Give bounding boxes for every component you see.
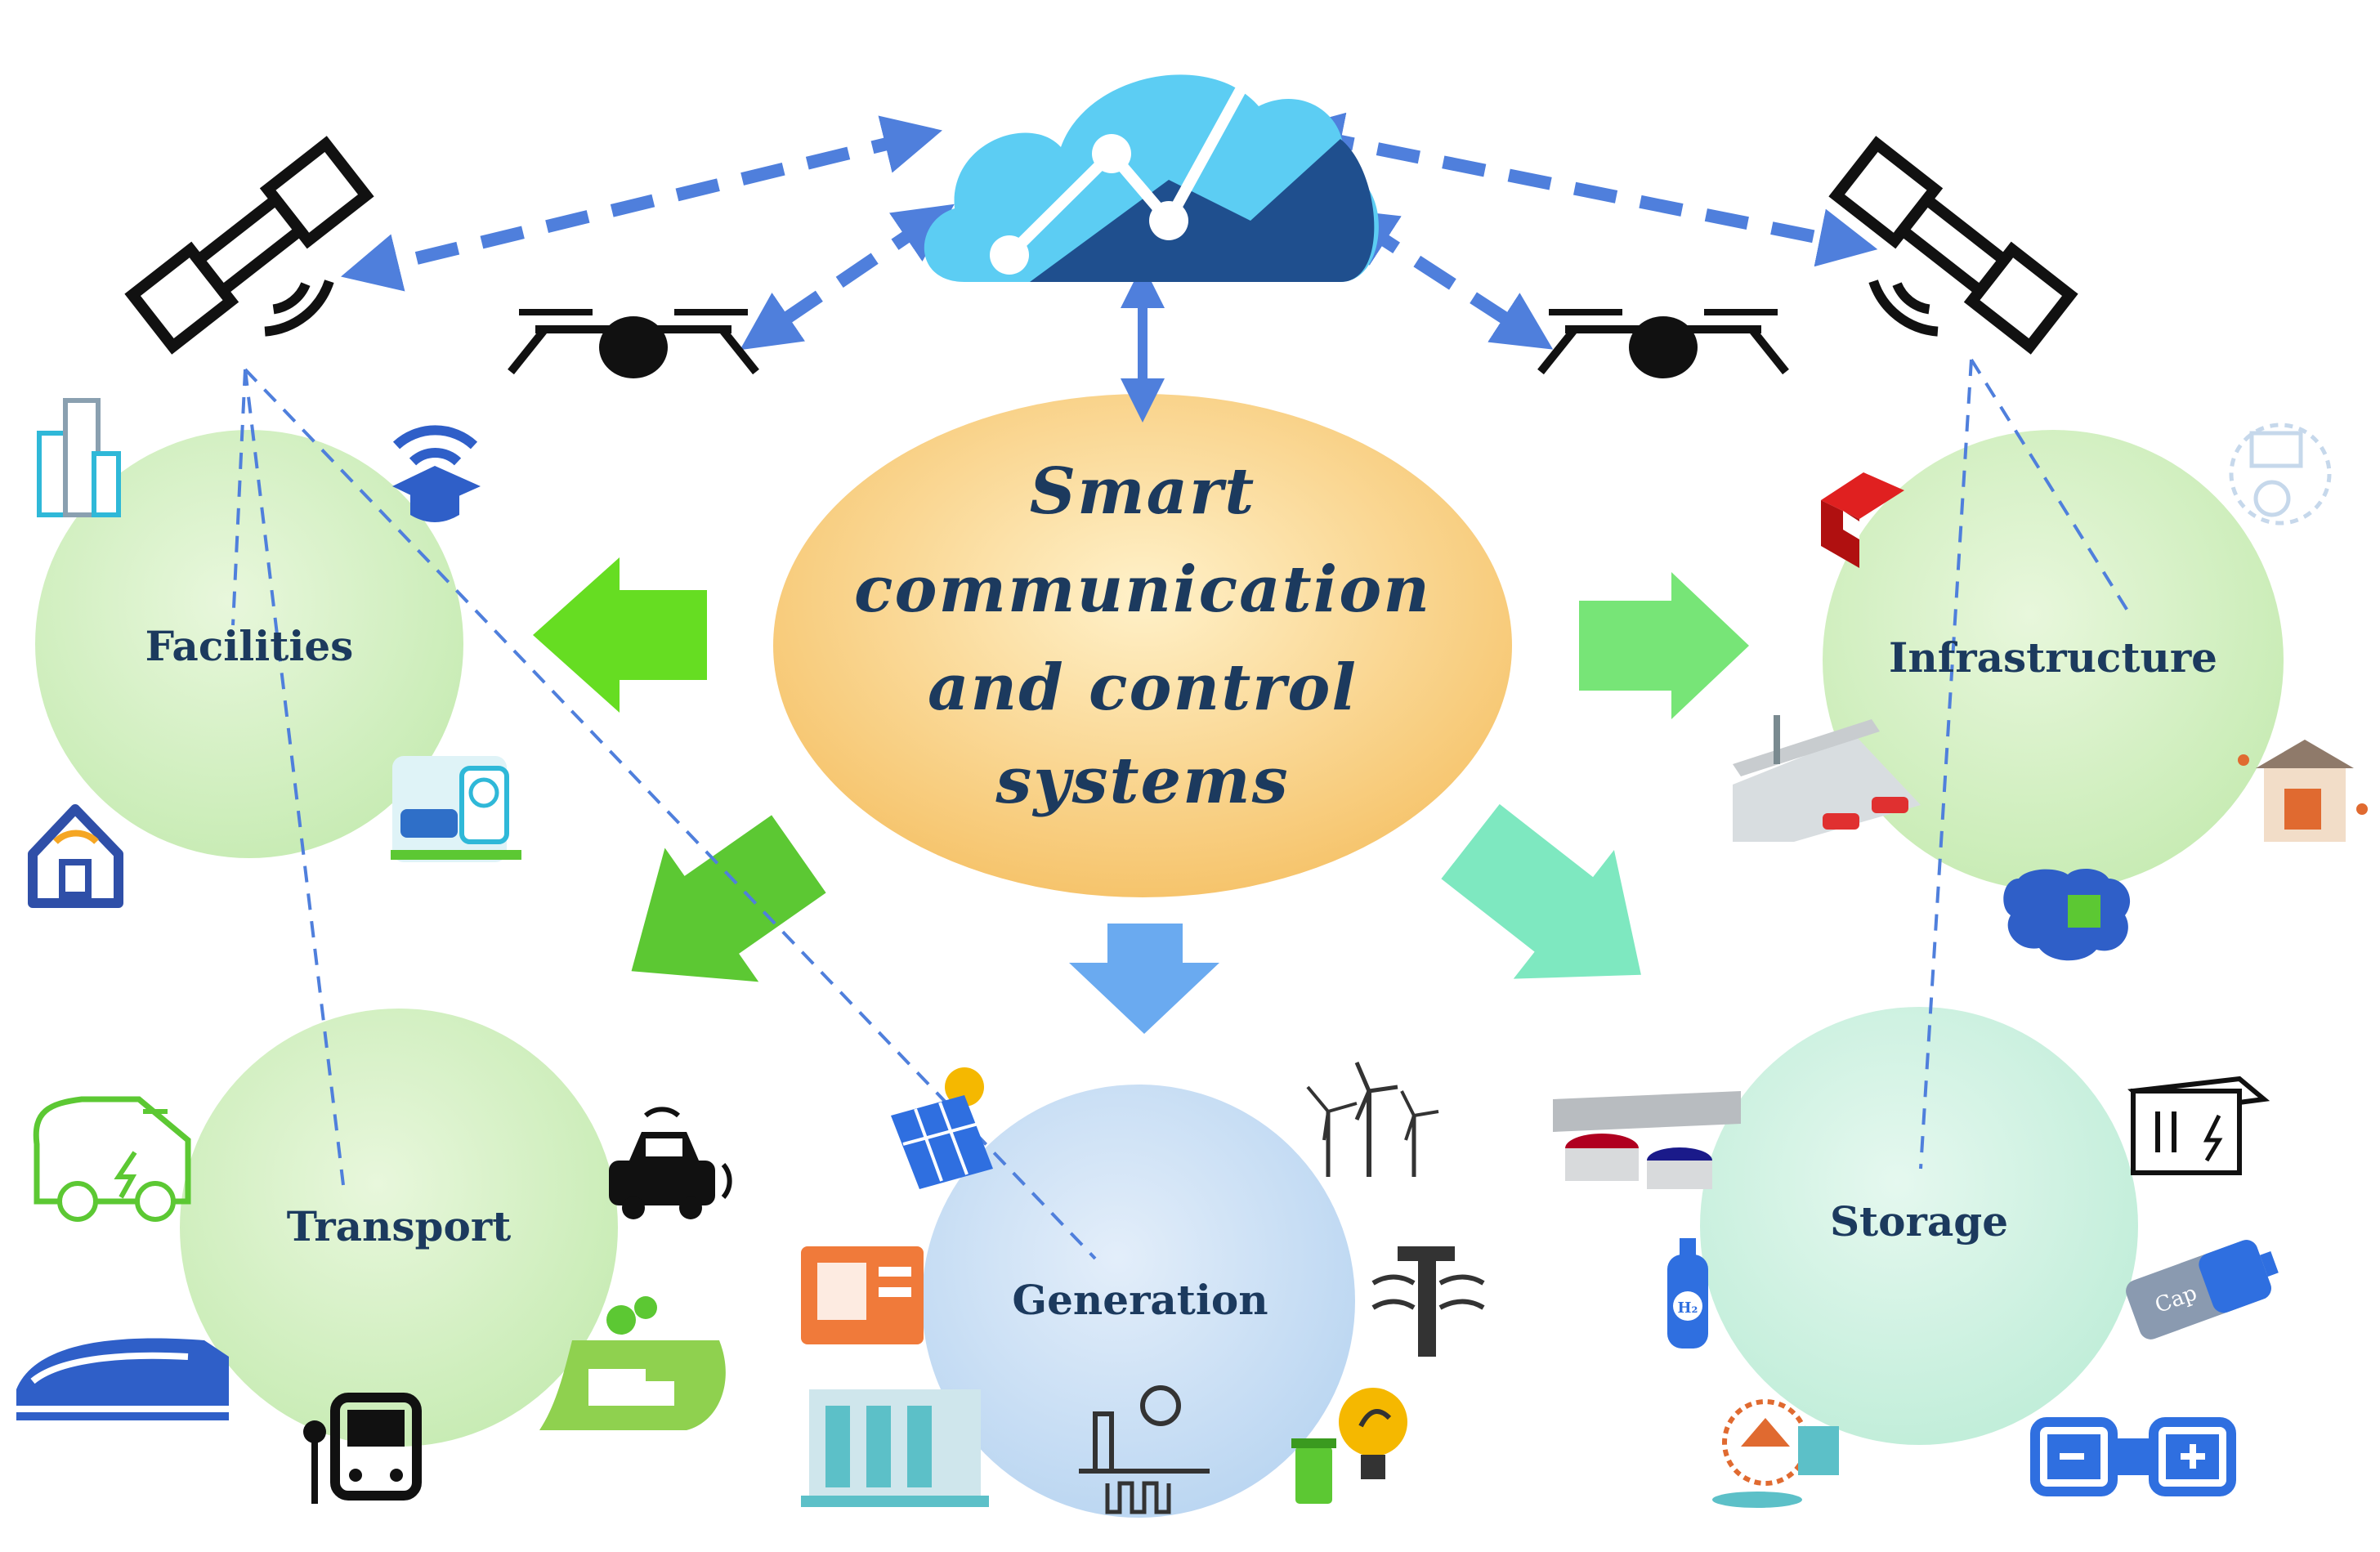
- geothermal-icon: [1079, 1385, 1210, 1514]
- sat-link-infrastructure: [1970, 358, 2133, 619]
- smart-road-icon: [1733, 715, 1921, 842]
- arrow-to-generation: [1069, 924, 1219, 1034]
- satellite-right-icon: [1828, 136, 2078, 355]
- link-cloud-right-satellite: [1282, 112, 1878, 267]
- high-speed-train-icon: [16, 1338, 229, 1420]
- facilities-node: [35, 430, 463, 858]
- smart-home-icon: [28, 804, 123, 908]
- gear-cog-icon: [2229, 423, 2332, 526]
- cloud-analytics-icon: [924, 52, 1379, 283]
- center-label-line-1: Smart: [1030, 454, 1256, 529]
- storage-tanks-icon: [1553, 1091, 1741, 1189]
- red-cube-icon: [1821, 472, 1904, 568]
- pumped-storage-icon: [1712, 1399, 1839, 1508]
- center-label-line-3: and control: [928, 651, 1358, 725]
- solar-panel-icon: [891, 1067, 993, 1189]
- arrow-to-transport: [631, 815, 826, 982]
- link-cloud-left-drone: [740, 204, 955, 351]
- battery-cells-icon: [2030, 1417, 2236, 1496]
- storage-node: [1700, 1007, 2138, 1445]
- generation-node: [922, 1085, 1355, 1518]
- eco-delivery-truck-icon: [539, 1296, 726, 1430]
- sat-link-storage: [1919, 359, 1973, 1170]
- infrastructure-label: Infrastructure: [1889, 633, 2217, 682]
- center-label-line-4: systems: [995, 744, 1289, 818]
- center-ellipse: [773, 394, 1512, 897]
- transport-node: [180, 1009, 618, 1447]
- capacitor-battery-icon: Cap: [2126, 1240, 2279, 1340]
- arrow-to-storage: [1441, 803, 1641, 979]
- transport-label: Transport: [287, 1202, 512, 1250]
- electric-car-icon: [33, 1096, 191, 1222]
- arrow-to-facilities: [533, 557, 707, 713]
- hydrogen-label: H₂: [1678, 1299, 1698, 1317]
- link-cloud-left-satellite: [341, 115, 942, 292]
- wind-turbines-icon: [1306, 1062, 1439, 1177]
- generator-icon: [801, 1246, 924, 1344]
- infrastructure-node: [1823, 430, 2284, 891]
- bus-stop-icon: [303, 1393, 422, 1504]
- hydro-dam-icon: [801, 1389, 989, 1507]
- tidal-turbine-icon: [1371, 1246, 1485, 1357]
- satellite-left-icon: [124, 136, 374, 355]
- buildings-icon: [37, 398, 121, 517]
- drone-left-icon: [508, 309, 759, 378]
- hydrogen-tank-icon: H₂: [1667, 1238, 1708, 1348]
- facilities-label: Facilities: [145, 622, 354, 670]
- center-label-line-2: communication: [854, 552, 1431, 627]
- link-cloud-right-drone: [1335, 208, 1554, 350]
- arrow-to-infrastructure: [1579, 572, 1749, 719]
- satellite-links: [231, 358, 2133, 1260]
- building-network-icon: [2238, 740, 2368, 842]
- ai-brain-icon: [2003, 869, 2131, 961]
- wifi-school-icon: [392, 425, 481, 522]
- storage-label: Storage: [1830, 1197, 2008, 1246]
- smart-parking-icon: [391, 756, 521, 862]
- drone-right-icon: [1537, 309, 1789, 378]
- connected-car-icon: [609, 1107, 732, 1219]
- uplink-arrows: [341, 112, 1878, 351]
- waste-to-energy-icon: [1291, 1388, 1407, 1504]
- sat-link-generation: [244, 368, 1097, 1260]
- sat-link-facilities: [231, 369, 247, 626]
- battery-container-icon: [2127, 1076, 2270, 1175]
- generation-label: Generation: [1012, 1276, 1268, 1324]
